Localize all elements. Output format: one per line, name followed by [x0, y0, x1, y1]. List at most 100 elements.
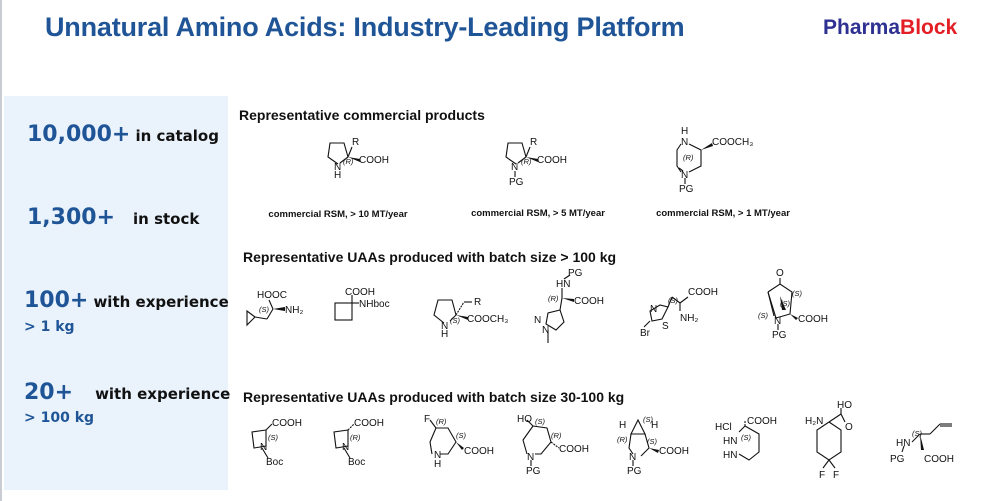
structure-label: (S) [259, 305, 270, 314]
structure-label: F [819, 470, 825, 481]
structure-label: COOH [359, 155, 389, 166]
structure-label: Boc [348, 457, 365, 468]
structure-label: N [434, 450, 441, 461]
molecule-structure: HN(S) PG COOH [890, 423, 954, 465]
structure-label: NHboc [359, 299, 390, 310]
structure-label: (S) [668, 296, 679, 305]
structure-label: HN [896, 438, 910, 449]
structure-label: COOH [574, 296, 604, 307]
structure-label: (R) [683, 153, 694, 162]
structure-label: COOH [798, 314, 828, 325]
structure-label: HO [517, 414, 532, 425]
structure-label: COOH [272, 418, 302, 429]
structure-label: (S) [792, 289, 803, 298]
stat-label: with experience [95, 385, 231, 403]
structure-label: N [260, 442, 267, 453]
section-heading-batch-100kg: Representative UAAs produced with batch … [243, 249, 617, 265]
stat-100kg: 20+ with experience [24, 380, 230, 405]
structure-label: F [424, 414, 430, 425]
structure-label: PG [772, 330, 787, 341]
structure-label: (R) [551, 431, 562, 440]
structure-label: H [434, 459, 441, 470]
structure-label: N [629, 452, 636, 463]
structure-label: (S) [535, 417, 546, 426]
structure-label: PG [526, 466, 541, 477]
structure-label: H [651, 420, 658, 431]
structure-label: Br [640, 328, 651, 339]
structure-label: COOH [747, 416, 777, 427]
structure-label: HN [723, 450, 737, 461]
structure-label: N [542, 325, 549, 336]
structure-label: (S) [780, 299, 791, 308]
structure-label: H [441, 329, 448, 340]
structure-label: N [527, 452, 534, 463]
structure-label: (S) [643, 415, 654, 424]
structure-label: (S) [450, 316, 461, 325]
structure-label: N [342, 442, 349, 453]
molecule-structure: HOOC(S) NH₂ [246, 290, 303, 327]
structure-label: O [845, 422, 853, 433]
structure-label: F [833, 470, 839, 481]
section-heading-commercial: Representative commercial products [239, 107, 485, 123]
structure-label: N [441, 321, 448, 332]
structure-label: O [776, 268, 784, 279]
stat-1kg: 100+ with experience [24, 288, 229, 313]
structure-label: (R) [350, 433, 361, 442]
structure-label: R [530, 137, 537, 148]
logo-part2: Block [900, 16, 958, 39]
stat-stock: 1,300+in stock [27, 205, 199, 230]
structure-label: HO [837, 400, 852, 411]
molecule-structure: HN (R)COOCH₃ NPG [676, 126, 753, 195]
stat-number: 100+ [24, 288, 89, 313]
molecule-structure: COOH (R) N Boc [333, 418, 384, 468]
stat-catalog: 10,000+ in catalog [27, 122, 219, 147]
stat-number: 1,300+ [27, 205, 116, 230]
stat-number: 20+ [24, 380, 74, 405]
structure-label: COOCH₃ [712, 137, 753, 148]
structure-label: PG [568, 268, 583, 279]
structure-label: PG [627, 466, 642, 477]
structure-label: COOH [345, 287, 375, 298]
structure-label: N [650, 304, 657, 315]
caption: commercial RSM, > 5 MT/year [471, 208, 605, 219]
structure-label: H [619, 420, 626, 431]
structure-label: N [534, 315, 541, 326]
molecule-structure: HO(S) (R) N COOH PG [517, 414, 589, 477]
structure-label: R [352, 137, 359, 148]
structure-label: R [474, 297, 481, 308]
structure-label: HOOC [257, 290, 287, 301]
structure-label: COOH [688, 287, 718, 298]
slide-left-edge [0, 0, 2, 501]
structure-label: (S) [647, 437, 658, 446]
structure-label: N [681, 137, 688, 148]
structure-label: S [662, 321, 669, 332]
structure-label: (S) [268, 433, 279, 442]
structure-label: N [511, 162, 518, 173]
structure-label: (S) [741, 433, 752, 442]
structure-label: (R) [548, 294, 559, 303]
structure-label: (S) [912, 429, 923, 438]
structure-label: COOH [924, 454, 954, 465]
structure-label: N [334, 162, 341, 173]
stat-label: in catalog [135, 127, 219, 145]
structure-label: (R) [521, 157, 532, 166]
stat-label: with experience [93, 293, 229, 311]
structure-label: COOH [354, 418, 384, 429]
stat-number: 10,000+ [27, 122, 131, 147]
logo-part1: Pharma [823, 16, 901, 39]
molecule-structure: RN H(R) COOH [327, 137, 389, 181]
structure-label: COOH [537, 155, 567, 166]
structure-label: COOH [659, 446, 689, 457]
pharmablock-logo: PharmaBlock [823, 16, 957, 40]
molecule-structure: RN (R)COOH PG [505, 137, 567, 188]
molecule-structure: RN H(S) COOCH₃ [433, 297, 508, 340]
structure-label: PG [890, 454, 905, 465]
structure-label: COOH [559, 444, 589, 455]
caption: commercial RSM, > 1 MT/year [656, 208, 790, 219]
